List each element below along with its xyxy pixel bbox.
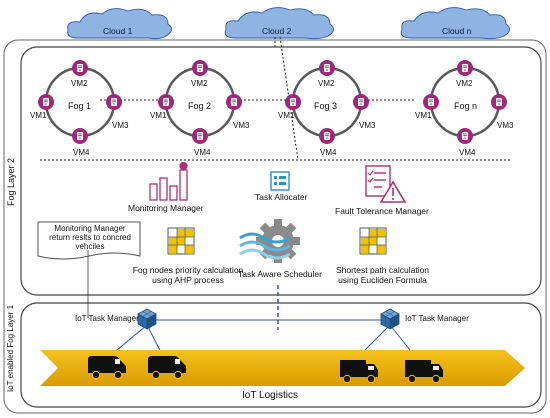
iot-task-manager-label: IoT Task Manager <box>75 314 139 323</box>
priority-grid-icon <box>167 227 195 255</box>
vm-label: VM3 <box>359 121 376 130</box>
cloud-2-label: Cloud 2 <box>262 26 292 36</box>
cloud-n-label: Cloud n <box>442 26 472 36</box>
monitoring-chart-icon <box>149 161 188 201</box>
monitoring-note-box <box>37 221 141 260</box>
fog-layer-2-label: Fog Layer 2 <box>6 157 16 206</box>
fault-tolerance-icon <box>365 165 407 203</box>
vm-label: VM4 <box>459 148 476 157</box>
vm-label: VM1 <box>150 111 167 120</box>
vm-label: VM2 <box>71 79 88 88</box>
vm-label: VM4 <box>194 148 211 157</box>
task-allocater-label: Task Allocater <box>255 192 308 202</box>
fog-layer-2-frame <box>20 46 542 296</box>
fog-name: Fog 1 <box>68 101 92 111</box>
outer-frame <box>3 39 547 414</box>
vm-label: VM4 <box>320 148 337 157</box>
fault-tolerance-label: Fault Tolerance Manager <box>335 206 429 216</box>
vm-label: VM3 <box>112 121 129 130</box>
vm-label: VM2 <box>456 79 473 88</box>
fog-name: Fog 2 <box>188 101 212 111</box>
priority-label: Fog nodes priority calculation using AHP… <box>132 265 244 285</box>
monitoring-note-label: Monitoring Manager return reslts to conc… <box>49 224 131 252</box>
cloud-shape <box>67 8 172 40</box>
vm-label: VM3 <box>233 121 250 130</box>
task-allocater-icon <box>270 171 290 191</box>
vm-label: VM4 <box>73 148 90 157</box>
fog-layer-1-label: IoT enabled Fog Layer 1 <box>6 304 15 392</box>
fog-name: Fog n <box>454 101 478 111</box>
scheduler-label: Task Aware Scheduler <box>238 269 322 279</box>
cloud-shape <box>400 7 510 40</box>
fog-layer-1-frame <box>20 302 542 408</box>
vm-label: VM2 <box>191 79 208 88</box>
iot-cube-icon <box>137 308 157 330</box>
fog-name: Fog 3 <box>314 101 338 111</box>
iot-task-manager-label: IoT Task Manager <box>405 314 469 323</box>
vm-label: VM3 <box>497 121 514 130</box>
scheduler-gear-icon <box>239 219 300 263</box>
shortest-path-label: Shortest path calculation using Eucliden… <box>335 265 430 285</box>
iot-cube-icon <box>380 308 400 330</box>
monitoring-manager-label: Monitoring Manager <box>128 203 204 213</box>
vm-label: VM2 <box>318 79 335 88</box>
vm-label: VM1 <box>415 111 432 120</box>
vm-nodes <box>38 60 507 144</box>
cloud-shape <box>224 7 334 40</box>
vm-label: VM1 <box>30 111 47 120</box>
cloud-1-label: Cloud 1 <box>103 26 133 36</box>
iot-logistics-label: IoT Logistics <box>242 390 298 401</box>
vm-label: VM1 <box>278 111 295 120</box>
shortest-path-grid-icon <box>359 227 387 255</box>
